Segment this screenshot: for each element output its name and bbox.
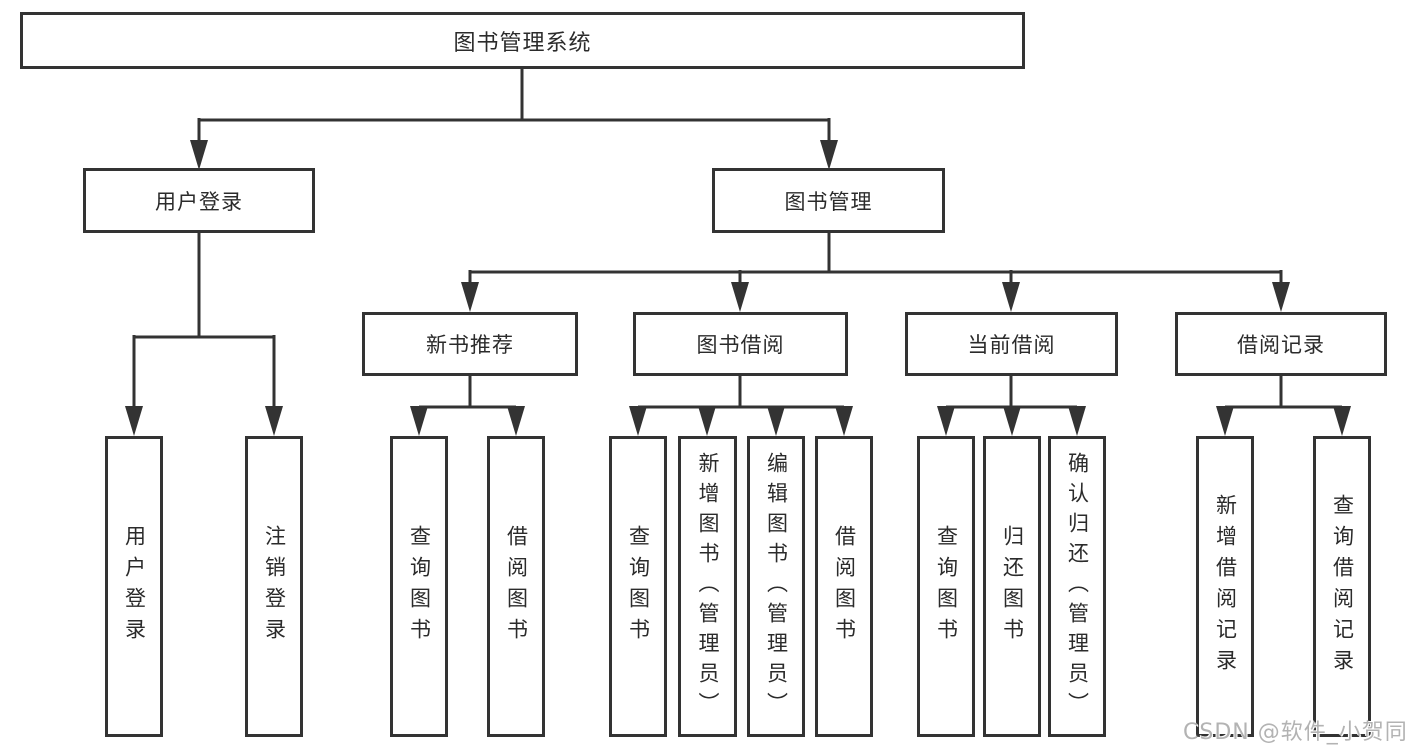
arrow-down-icon (629, 406, 647, 436)
arrow-down-icon (731, 282, 749, 312)
csdn-watermark: CSDN @软件_小贺同学 (1183, 720, 1405, 745)
arrow-down-icon (767, 406, 785, 436)
node-current-borrowing: 当前借阅 (905, 312, 1118, 376)
arrow-down-icon (1068, 406, 1086, 436)
arrow-down-icon (1333, 406, 1351, 436)
node-new-book-recommendation: 新书推荐 (362, 312, 578, 376)
arrow-down-icon (507, 406, 525, 436)
node-label: 借阅图书 (504, 524, 529, 649)
arrow-down-icon (937, 406, 955, 436)
node-leaf-query-books-recommend: 查询图书 (390, 436, 448, 737)
node-leaf-user-login: 用户登录 (105, 436, 163, 737)
node-user-login: 用户登录 (83, 168, 315, 233)
node-book-management: 图书管理 (712, 168, 945, 233)
node-leaf-logout: 注销登录 (245, 436, 303, 737)
node-leaf-borrow-books-borrowing: 借阅图书 (815, 436, 873, 737)
node-label: 查询借阅记录 (1330, 493, 1355, 680)
node-leaf-add-borrow-record: 新增借阅记录 (1196, 436, 1254, 737)
node-label: 查询图书 (934, 524, 959, 649)
node-label: 确认归还（管理员） (1065, 451, 1090, 722)
node-label: 查询图书 (407, 524, 432, 649)
node-book-borrowing: 图书借阅 (633, 312, 848, 376)
node-label: 新增借阅记录 (1213, 493, 1238, 680)
node-leaf-confirm-return-admin: 确认归还（管理员） (1048, 436, 1106, 737)
node-label: 用户登录 (122, 524, 147, 649)
arrow-down-icon (820, 140, 838, 170)
node-label: 新增图书（管理员） (696, 451, 720, 722)
arrow-down-icon (125, 406, 143, 436)
arrow-down-icon (190, 140, 208, 170)
node-leaf-query-books-borrowing: 查询图书 (609, 436, 667, 737)
node-library-management-system: 图书管理系统 (20, 12, 1025, 69)
node-label: 归还图书 (1000, 524, 1025, 649)
arrow-down-icon (698, 406, 716, 436)
node-label: 借阅图书 (832, 524, 857, 649)
arrow-down-icon (1272, 282, 1290, 312)
node-leaf-return-books: 归还图书 (983, 436, 1041, 737)
arrow-down-icon (1216, 406, 1234, 436)
node-leaf-borrow-books-recommend: 借阅图书 (487, 436, 545, 737)
arrow-down-icon (835, 406, 853, 436)
arrow-down-icon (265, 406, 283, 436)
node-label: 编辑图书（管理员） (764, 451, 789, 722)
node-label: 注销登录 (262, 524, 287, 649)
arrow-down-icon (410, 406, 428, 436)
arrow-down-icon (461, 282, 479, 312)
node-leaf-add-book-admin: 新增图书（管理员） (678, 436, 737, 737)
node-borrowing-records: 借阅记录 (1175, 312, 1387, 376)
node-leaf-query-borrow-record: 查询借阅记录 (1313, 436, 1371, 737)
arrow-down-icon (1003, 406, 1021, 436)
node-label: 查询图书 (626, 524, 651, 649)
node-leaf-edit-book-admin: 编辑图书（管理员） (747, 436, 805, 737)
node-leaf-query-books-current: 查询图书 (917, 436, 975, 737)
arrow-down-icon (1002, 282, 1020, 312)
